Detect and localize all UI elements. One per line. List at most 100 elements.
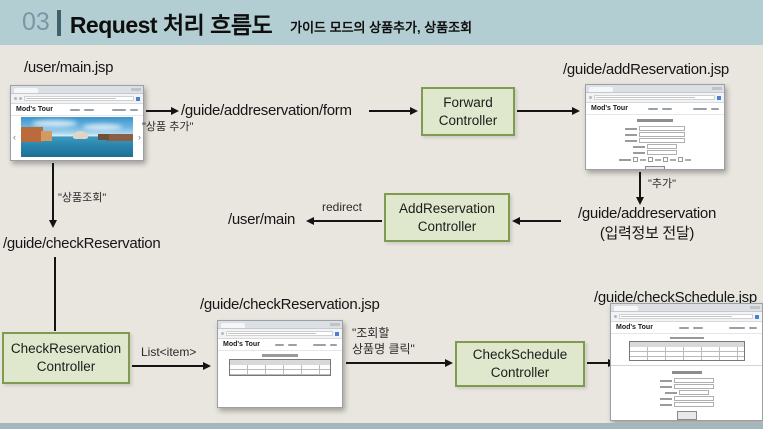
url-text-bar	[621, 316, 732, 317]
address-field	[24, 96, 134, 101]
checkbox-label-bar	[640, 158, 646, 161]
arrow-forward-to-addjsp	[517, 110, 573, 112]
label-check-schedule-jsp: /guide/checkSchedule.jsp	[594, 289, 757, 306]
checkbox	[633, 157, 638, 162]
browser-url-bar	[611, 312, 762, 322]
field-label-bar	[659, 397, 672, 400]
nav-link-bar	[130, 108, 139, 111]
form-row	[633, 150, 677, 155]
carousel-next-icon: ›	[138, 132, 141, 142]
nav-link-bar	[678, 326, 689, 329]
checkbox-label-bar	[685, 158, 691, 161]
date-input	[678, 390, 709, 395]
browser-menu-icon	[755, 314, 759, 319]
form-title-bar	[671, 371, 702, 374]
submit-button	[676, 411, 697, 420]
nav-link-bar	[70, 108, 81, 111]
schedule-table	[628, 340, 745, 362]
browser-screenshot-check-reservation: Mod's Tour	[217, 320, 343, 408]
back-icon	[221, 332, 224, 335]
section-divider	[611, 365, 762, 366]
cloud-shape	[82, 124, 122, 130]
label-check-product: "상품조회"	[58, 192, 107, 204]
nav-link-bar	[648, 107, 659, 110]
venice-photo	[21, 117, 133, 157]
text-input	[639, 138, 685, 143]
nav-link-bar	[84, 108, 95, 111]
address-field	[594, 95, 715, 100]
text-input	[639, 132, 685, 137]
browser-menu-icon	[136, 96, 140, 101]
browser-menu-icon	[717, 95, 721, 100]
form-row	[659, 384, 714, 389]
text-input	[673, 402, 714, 407]
back-icon	[614, 315, 617, 318]
browser-screenshot-user-main: Mod's Tour ‹ ›	[10, 85, 144, 161]
cloud-shape	[32, 120, 77, 128]
browser-screenshot-add-reservation: Mod's Tour	[585, 84, 725, 170]
browser-url-bar	[218, 329, 342, 339]
arrow-main-to-addform	[146, 110, 172, 112]
building-shape	[106, 133, 133, 141]
checkbox-label-bar	[655, 158, 661, 161]
form-row	[659, 396, 714, 401]
label-check-reservation-path: /guide/checkReservation	[3, 235, 161, 252]
form-row	[664, 390, 709, 395]
site-brand: Mod's Tour	[16, 106, 53, 113]
browser-url-bar	[586, 93, 724, 103]
site-header: Mod's Tour	[11, 104, 143, 116]
reservation-table	[229, 359, 331, 376]
nav-link-bar	[275, 343, 285, 346]
slide-number: 03	[22, 8, 50, 36]
browser-screenshot-check-schedule: Mod's Tour	[610, 303, 763, 421]
arrow-addpath-to-addctrl	[519, 220, 561, 222]
form-row	[625, 138, 685, 143]
forward-controller-box: Forward Controller	[421, 87, 515, 136]
nav-link-bar	[288, 343, 298, 346]
checkbox	[678, 157, 683, 162]
address-field	[226, 331, 333, 336]
site-header: Mod's Tour	[611, 322, 762, 334]
checkbox	[648, 157, 653, 162]
browser-tab-bar	[218, 321, 342, 329]
forward-icon	[19, 97, 22, 100]
field-label-bar	[625, 127, 637, 130]
line-checkpath-to-checkctrl	[54, 257, 56, 331]
text-input	[673, 378, 714, 383]
arrow-addform-to-forward	[369, 110, 411, 112]
text-input	[673, 384, 714, 389]
arrow-addctrl-to-usermain	[313, 220, 382, 222]
form-row	[625, 126, 685, 131]
nav-link-bar	[711, 107, 720, 110]
arrow-checkctrl-to-checkjsp	[132, 365, 204, 367]
text-input	[639, 126, 685, 131]
site-brand: Mod's Tour	[591, 105, 628, 112]
browser-tab-bar	[586, 85, 724, 93]
label-user-main-jsp: /user/main.jsp	[24, 59, 114, 76]
arrow-checkjsp-to-schedulectrl	[346, 362, 446, 364]
checkbox	[663, 157, 668, 162]
main-carousel: ‹ ›	[11, 117, 143, 157]
back-icon	[14, 97, 17, 100]
slide-header: 03 Request 처리 흐름도 가이드 모드의 상품추가, 상품조회	[0, 0, 763, 45]
add-product-form	[586, 117, 724, 169]
field-label-bar	[625, 133, 637, 136]
nav-link-bar	[330, 343, 338, 346]
field-label-bar	[659, 379, 672, 382]
field-label-bar	[633, 145, 645, 148]
table-title-bar	[262, 354, 298, 357]
back-icon	[589, 96, 592, 99]
slide-title: Request 처리 흐름도	[69, 11, 273, 38]
table-title-bar	[669, 337, 704, 339]
footer-bar	[0, 423, 763, 429]
label-user-main: /user/main	[228, 211, 296, 228]
building-shape	[98, 134, 110, 141]
label-add-reservation-jsp: /guide/addReservation.jsp	[563, 61, 729, 78]
label-add-product: "상품 추가"	[142, 121, 194, 133]
form-row	[659, 402, 714, 407]
browser-url-bar	[11, 94, 143, 104]
nav-link-bar	[729, 326, 746, 329]
check-reservation-controller-box: CheckReservation Controller	[2, 332, 130, 384]
address-field	[619, 314, 753, 319]
checkbox-label-bar	[670, 158, 676, 161]
